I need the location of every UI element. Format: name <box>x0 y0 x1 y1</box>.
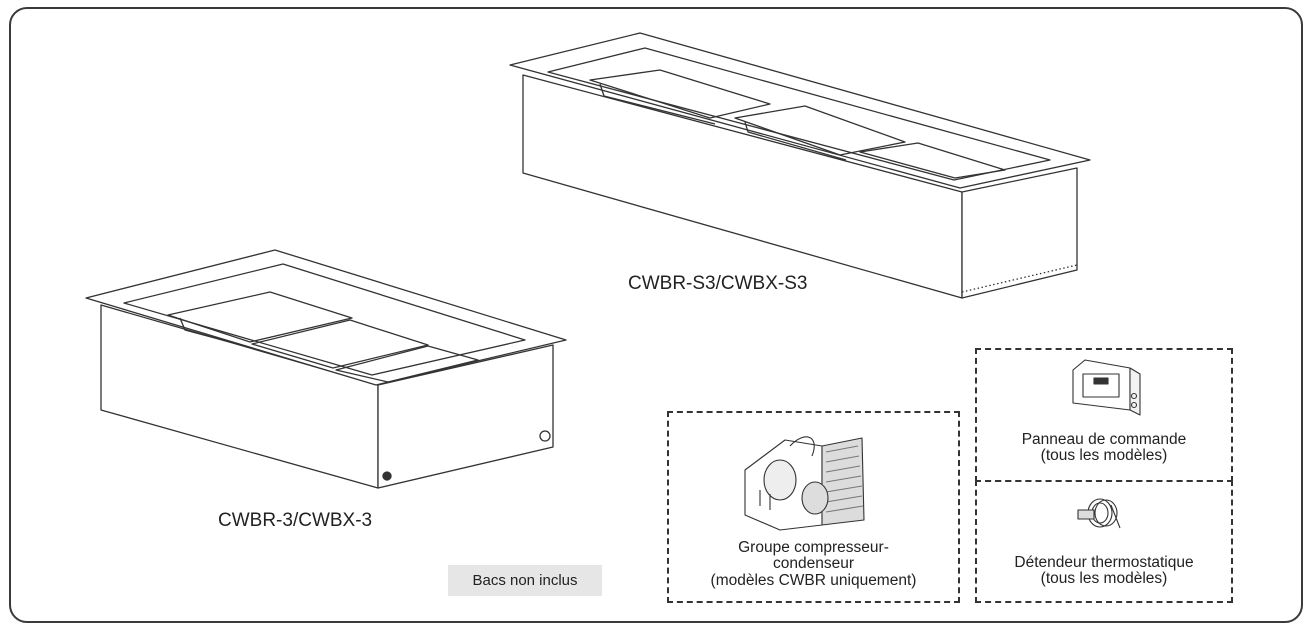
long-unit-well-1 <box>589 69 771 119</box>
expansion-valve-box: Détendeur thermostatique (tous les modèl… <box>975 480 1233 603</box>
long-unit-label: CWBR-S3/CWBX-S3 <box>628 273 808 294</box>
long-unit-well-3 <box>859 142 1006 179</box>
short-unit-side-face <box>377 344 554 489</box>
short-unit-drawing <box>85 249 567 489</box>
long-unit-well-2 <box>734 105 906 156</box>
short-unit-well-3 <box>335 345 479 383</box>
control-panel-icon <box>1072 359 1141 416</box>
expansion-valve-icon <box>1077 498 1121 529</box>
long-unit-drawing <box>509 32 1091 299</box>
expansion-valve-caption: Détendeur thermostatique (tous les modèl… <box>1014 554 1194 588</box>
compressor-icon <box>744 436 865 531</box>
compressor-box: Groupe compresseur- condenseur (modèles … <box>667 411 960 603</box>
short-unit-rim-inner <box>123 263 526 376</box>
long-unit-side-face <box>961 167 1078 299</box>
short-unit-well-2 <box>251 319 429 369</box>
short-unit-drain-icon <box>382 471 392 481</box>
long-unit-rim-inner <box>547 47 1051 181</box>
short-unit-well-1 <box>167 291 353 343</box>
short-unit-switch-icon <box>539 430 551 442</box>
trays-not-included-note: Bacs non inclus <box>448 565 602 596</box>
long-unit-rim-outer <box>509 32 1091 189</box>
short-unit-label: CWBR-3/CWBX-3 <box>218 510 373 531</box>
control-panel-box: Panneau de commande (tous les modèles) <box>975 348 1233 482</box>
outer-frame <box>9 7 1303 623</box>
compressor-caption: Groupe compresseur- condenseur (modèles … <box>710 539 917 589</box>
control-panel-caption: Panneau de commande (tous les modèles) <box>1021 431 1187 465</box>
